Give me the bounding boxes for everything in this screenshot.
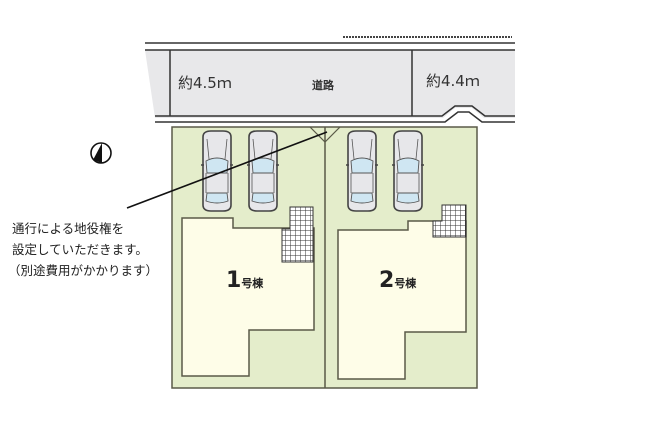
note-line-3: （別途費用がかかります） xyxy=(8,263,159,278)
car-icon xyxy=(345,130,379,212)
house-1-number: 1 xyxy=(226,268,242,293)
house-2-footprint xyxy=(337,204,467,380)
road-width-right: 約4.4ｍ xyxy=(426,72,480,90)
house-1-label: 1号棟 xyxy=(226,268,263,293)
house-2-suffix: 号棟 xyxy=(394,277,417,290)
house-2-label: 2号棟 xyxy=(379,268,416,293)
north-arrow-icon xyxy=(90,142,112,164)
car-icon xyxy=(200,130,234,212)
house-2-number: 2 xyxy=(379,268,395,293)
car-icon xyxy=(391,130,425,212)
note-line-2: 設定していただきます。 xyxy=(12,242,148,257)
house-1-suffix: 号棟 xyxy=(241,277,264,290)
road-width-left: 約4.5ｍ xyxy=(178,74,232,92)
road-name: 道路 xyxy=(312,79,334,92)
easement-note: 通行による地役権を 設定していただきます。 （別途費用がかかります） xyxy=(8,218,158,281)
house-1-footprint xyxy=(181,206,315,377)
leader-line xyxy=(126,131,328,209)
note-line-1: 通行による地役権を xyxy=(12,221,125,236)
road xyxy=(145,36,515,123)
car-icon xyxy=(246,130,280,212)
